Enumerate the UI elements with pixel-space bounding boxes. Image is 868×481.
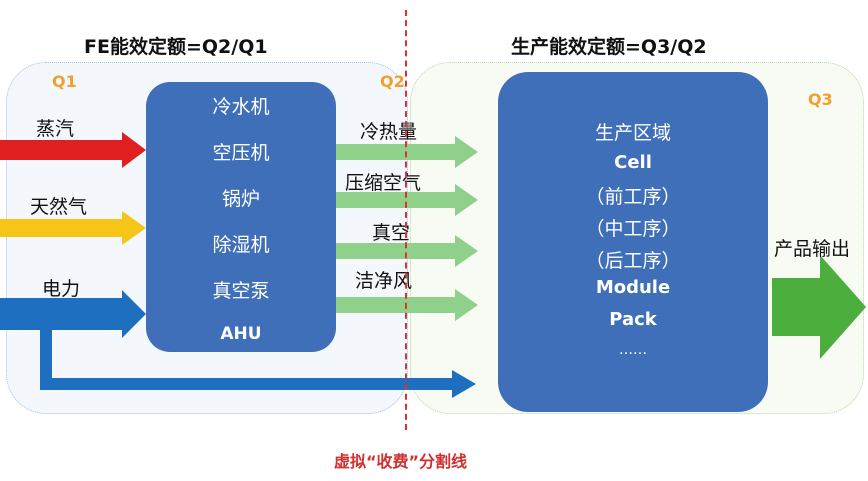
utility-label: 冷热量 xyxy=(360,121,418,143)
virtual-divider-line xyxy=(405,10,407,430)
input-label-electricity: 电力 xyxy=(42,278,81,300)
electricity-bypass-arrow xyxy=(40,330,476,398)
production-ellipsis: …… xyxy=(619,342,647,358)
utility-label: 压缩空气 xyxy=(345,172,422,194)
facility-item: 空压机 xyxy=(212,142,270,164)
q2-label: Q2 xyxy=(380,72,405,91)
facility-equipment-box: 冷水机 空压机 锅炉 除湿机 真空泵 AHU xyxy=(146,82,336,352)
production-module: Module xyxy=(595,277,671,298)
steam-arrow xyxy=(0,132,146,168)
utility-label: 真空 xyxy=(372,222,411,244)
left-title: FE能效定额=Q2/Q1 xyxy=(84,36,268,58)
production-stage: （后工序） xyxy=(585,250,681,272)
facility-item-ahu: AHU xyxy=(220,324,262,344)
facility-item: 锅炉 xyxy=(221,188,260,210)
input-label-natural-gas: 天然气 xyxy=(30,196,88,218)
production-area-box: 生产区域 Cell （前工序） （中工序） （后工序） Module Pack … xyxy=(498,72,768,412)
utility-arrow xyxy=(336,235,478,267)
divider-label: 虚拟“收费”分割线 xyxy=(334,452,468,471)
utility-arrow xyxy=(336,184,478,216)
production-pack: Pack xyxy=(609,309,657,330)
output-label: 产品输出 xyxy=(774,238,851,260)
utility-arrow xyxy=(336,136,478,168)
facility-item: 除湿机 xyxy=(212,234,270,256)
q3-label: Q3 xyxy=(808,90,833,109)
production-cell: Cell xyxy=(614,152,652,173)
natural-gas-arrow xyxy=(0,211,146,245)
facility-item: 冷水机 xyxy=(212,96,270,118)
production-stage: （前工序） xyxy=(585,186,681,208)
facility-item: 真空泵 xyxy=(212,280,270,302)
electricity-arrow xyxy=(0,290,146,338)
utility-arrow xyxy=(336,289,478,321)
production-stage: （中工序） xyxy=(585,218,681,240)
utility-label: 洁净风 xyxy=(355,270,413,292)
production-title: 生产区域 xyxy=(594,122,671,144)
right-title: 生产能效定额=Q3/Q2 xyxy=(511,36,707,58)
input-label-steam: 蒸汽 xyxy=(36,118,75,140)
q1-label: Q1 xyxy=(52,72,77,91)
